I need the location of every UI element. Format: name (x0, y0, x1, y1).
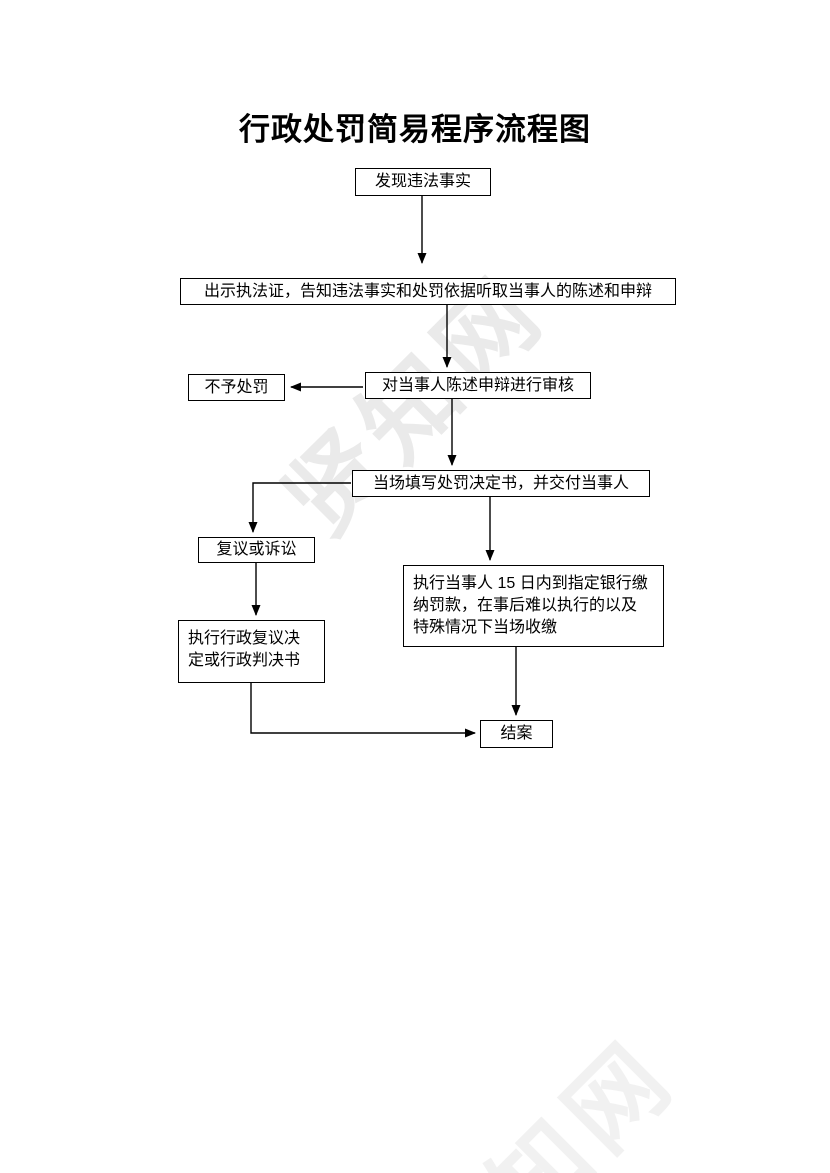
node-pay-fine-line2: 纳罚款，在事后难以执行的以及 (413, 597, 638, 614)
node-enforce-decision-line1: 执行行政复议决 (188, 630, 301, 647)
arrow-decision-to-appeal (248, 482, 351, 533)
node-show-license-inform: 出示执法证，告知违法事实和处罚依据听取当事人的陈述和申辩 (180, 278, 676, 305)
node-pay-fine-line1: 执行当事人 15 日内到指定银行缴 (413, 575, 648, 592)
node-review-statement: 对当事人陈述申辩进行审核 (365, 372, 591, 399)
node-pay-fine: 执行当事人 15 日内到指定银行缴 纳罚款，在事后难以执行的以及 特殊情况下当场… (403, 565, 664, 647)
node-enforce-decision-line2: 定或行政判决书 (188, 652, 301, 669)
node-close-case: 结案 (480, 720, 553, 748)
node-pay-fine-line3: 特殊情况下当场收缴 (413, 619, 558, 636)
node-write-decision: 当场填写处罚决定书，并交付当事人 (352, 470, 650, 497)
node-discover-facts: 发现违法事实 (355, 168, 491, 196)
node-appeal-or-litigation: 复议或诉讼 (198, 537, 315, 563)
node-no-penalty: 不予处罚 (188, 374, 285, 401)
page-title: 行政处罚简易程序流程图 (239, 112, 591, 147)
arrow-enforce-to-close (250, 683, 476, 738)
node-enforce-decision: 执行行政复议决 定或行政判决书 (178, 620, 325, 683)
